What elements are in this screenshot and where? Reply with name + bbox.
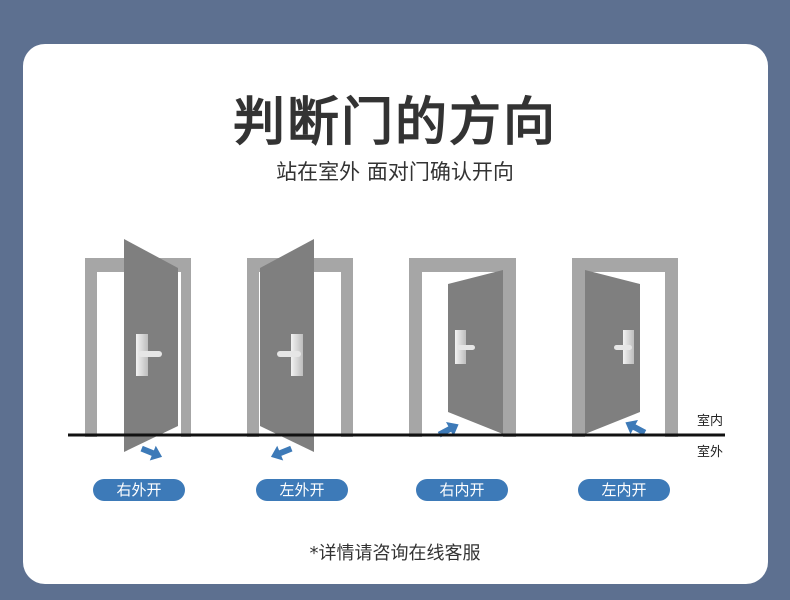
- door-handle-lever: [614, 345, 632, 350]
- door-frame: [247, 258, 353, 437]
- door-right-outward: [85, 239, 191, 461]
- indoor-label: 室内: [697, 414, 724, 429]
- arrow-icon: [140, 445, 163, 461]
- door-right-inward: [409, 258, 516, 438]
- door-panel: [124, 239, 178, 452]
- label-right-outward: 右外开: [93, 479, 185, 501]
- door-panel: [585, 270, 640, 434]
- arrow-icon: [270, 445, 293, 461]
- footer-note: *详情请咨询在线客服: [309, 543, 481, 564]
- door-panel: [448, 270, 503, 434]
- door-handle-lever: [277, 351, 301, 357]
- page-title: 判断门的方向: [232, 93, 557, 153]
- door-handle-lever: [457, 345, 475, 350]
- label-left-inward: 左内开: [578, 479, 670, 501]
- door-panel: [260, 239, 314, 452]
- door-frame: [409, 258, 516, 437]
- arrow-icon: [625, 419, 647, 436]
- label-right-inward: 右内开: [416, 479, 508, 501]
- door-frame: [572, 258, 678, 437]
- outdoor-label: 室外: [697, 445, 724, 460]
- page-subtitle: 站在室外 面对门确认开向: [276, 160, 514, 184]
- arrow-icon: [437, 421, 459, 438]
- door-left-outward: [247, 239, 353, 461]
- door-handle-lever: [138, 351, 162, 357]
- label-left-outward: 左外开: [256, 479, 348, 501]
- door-left-inward: [572, 258, 678, 437]
- door-frame: [85, 258, 191, 437]
